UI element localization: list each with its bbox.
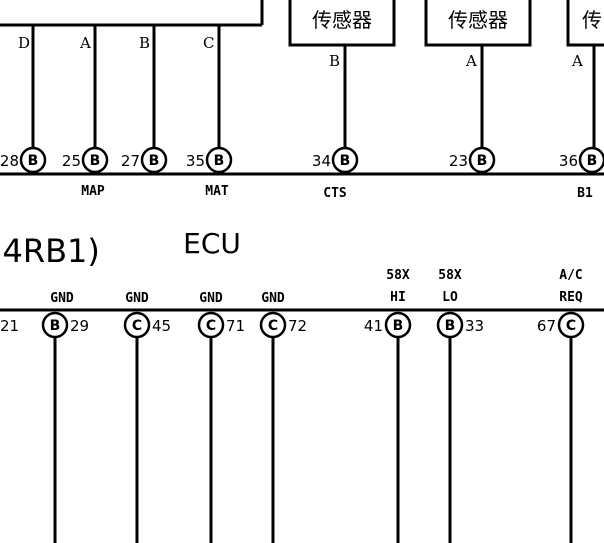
pin-number: 29 — [70, 317, 89, 335]
ecu-upper-block — [0, 0, 264, 27]
connector-letter: B — [393, 318, 404, 334]
pin-number: 23 — [449, 152, 468, 170]
connector-letter: B — [477, 153, 488, 169]
top-pins: B 28 B 25 B 27 B 35 B 34 B 23 B 36 — [0, 146, 604, 174]
connector-letter: B — [445, 318, 456, 334]
connector-letter: B — [587, 153, 598, 169]
pin-number: 34 — [312, 152, 331, 170]
connector-letter: C — [206, 318, 216, 334]
sensor-box-2: 传感器 — [424, 0, 532, 47]
connector-letter: B — [149, 153, 160, 169]
connector-letter: C — [566, 318, 576, 334]
signal-label: GND — [199, 291, 223, 306]
ecu-title: ECU — [183, 227, 241, 260]
signal-label: GND — [50, 291, 74, 306]
signal-label: GND — [125, 291, 149, 306]
connector-letter: B — [90, 153, 101, 169]
connector-letter: B — [28, 153, 39, 169]
signal-label-line2: LO — [442, 290, 458, 305]
pin-number: 33 — [465, 317, 484, 335]
pin-number: 67 — [537, 317, 556, 335]
signal-label-line1: 58X — [386, 268, 410, 283]
wire-letter: D — [18, 34, 30, 52]
pin-number: 71 — [226, 317, 245, 335]
top-signal-labels: MAP MAT CTS B1 — [81, 184, 593, 201]
wire-letter: B — [139, 34, 150, 52]
wire-letter: A — [79, 34, 91, 52]
signal-label-line1: A/C — [559, 268, 582, 283]
module-label: (4RB1) — [0, 232, 100, 270]
wire-letter: A — [571, 52, 583, 70]
wire-letter: A — [465, 52, 477, 70]
top-wire-letters: D A B C B A A — [18, 34, 583, 70]
connector-letter: C — [268, 318, 278, 334]
wire-letter: C — [203, 34, 214, 52]
sensor-label: 传 — [582, 8, 602, 32]
signal-label: B1 — [577, 186, 593, 201]
connector-letter: B — [340, 153, 351, 169]
top-wires — [31, 25, 596, 147]
wire-letter: B — [329, 52, 340, 70]
connector-letter: B — [214, 153, 225, 169]
pin-number: 21 — [0, 317, 19, 335]
sensor-label: 传感器 — [448, 8, 508, 32]
connector-letter: C — [132, 318, 142, 334]
pin-number: 28 — [0, 152, 19, 170]
signal-label-line1: 58X — [438, 268, 462, 283]
signal-label: GND — [261, 291, 285, 306]
signal-label-line2: HI — [390, 290, 406, 305]
pin-number: 45 — [152, 317, 171, 335]
pin-number: 72 — [288, 317, 307, 335]
sensor-box-1: 传感器 — [288, 0, 396, 47]
bottom-signal-labels: GND GND GND GND 58X HI 58X LO A/C REQ — [50, 268, 583, 306]
connector-letter: B — [50, 318, 61, 334]
bottom-pins: 21 B 29 C 45 C 71 C 72 B 41 B 33 C 67 — [0, 311, 585, 339]
signal-label: MAT — [205, 184, 229, 199]
pin-number: 35 — [186, 152, 205, 170]
pin-number: 25 — [62, 152, 81, 170]
sensor-box-3: 传 — [566, 0, 604, 47]
signal-label-line2: REQ — [559, 290, 583, 305]
bottom-wires — [53, 337, 573, 543]
signal-label: MAP — [81, 184, 105, 199]
pin-number: 41 — [364, 317, 383, 335]
sensor-label: 传感器 — [312, 8, 372, 32]
signal-label: CTS — [323, 186, 347, 201]
pin-number: 27 — [121, 152, 140, 170]
pin-number: 36 — [559, 152, 578, 170]
